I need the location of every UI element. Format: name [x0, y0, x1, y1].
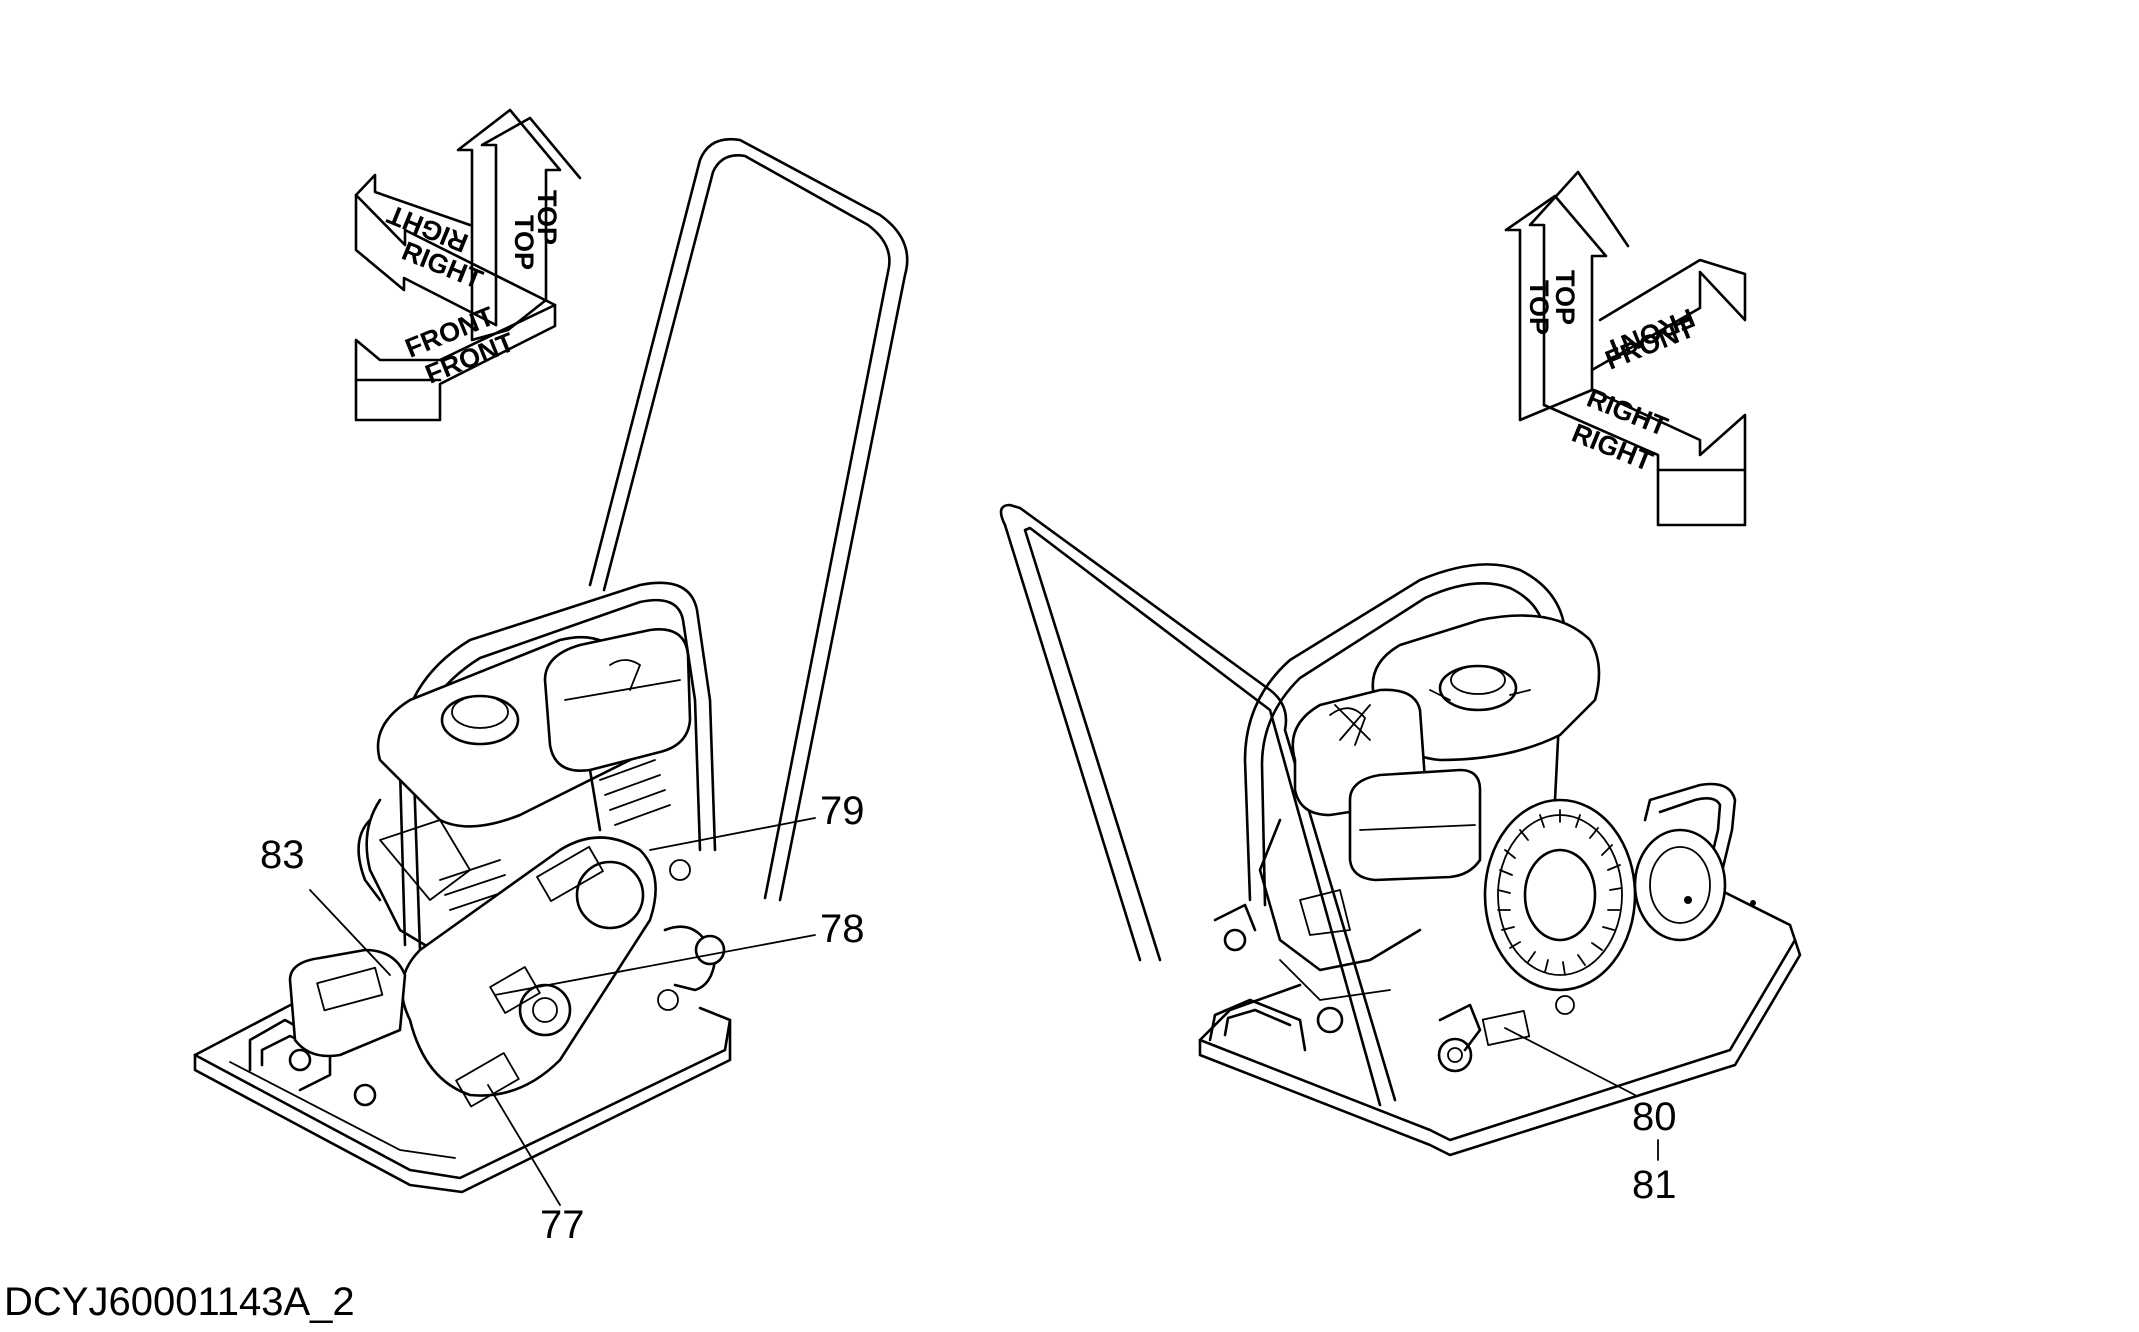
callout-80: 80 [1632, 1095, 1677, 1139]
callout-81: 81 [1632, 1163, 1677, 1207]
orientation-indicator-left: TOP TOP RIGHT RIGHT FRONT FRONT [354, 108, 582, 422]
callouts: 83 79 78 77 80 81 [260, 789, 1677, 1247]
orientation-indicator-right: TOP TOP FRONT FRONT RIGHT RIGHT [1504, 170, 1747, 527]
label-top-d: TOP [1550, 270, 1580, 325]
compactor-left-view [193, 137, 909, 1194]
callout-83: 83 [260, 833, 305, 877]
compactor-right-view [999, 503, 1802, 1157]
callout-78: 78 [820, 907, 865, 951]
callout-77: 77 [540, 1203, 585, 1247]
callout-79: 79 [820, 789, 865, 833]
drawing-id: DCYJ60001143A_2 [4, 1280, 355, 1324]
label-top-b: TOP [532, 190, 562, 245]
recoil-starter [1483, 798, 1637, 992]
leader-lines [309, 817, 1659, 1206]
label-top-a: TOP [509, 215, 539, 270]
label-top-c: TOP [1524, 280, 1554, 335]
